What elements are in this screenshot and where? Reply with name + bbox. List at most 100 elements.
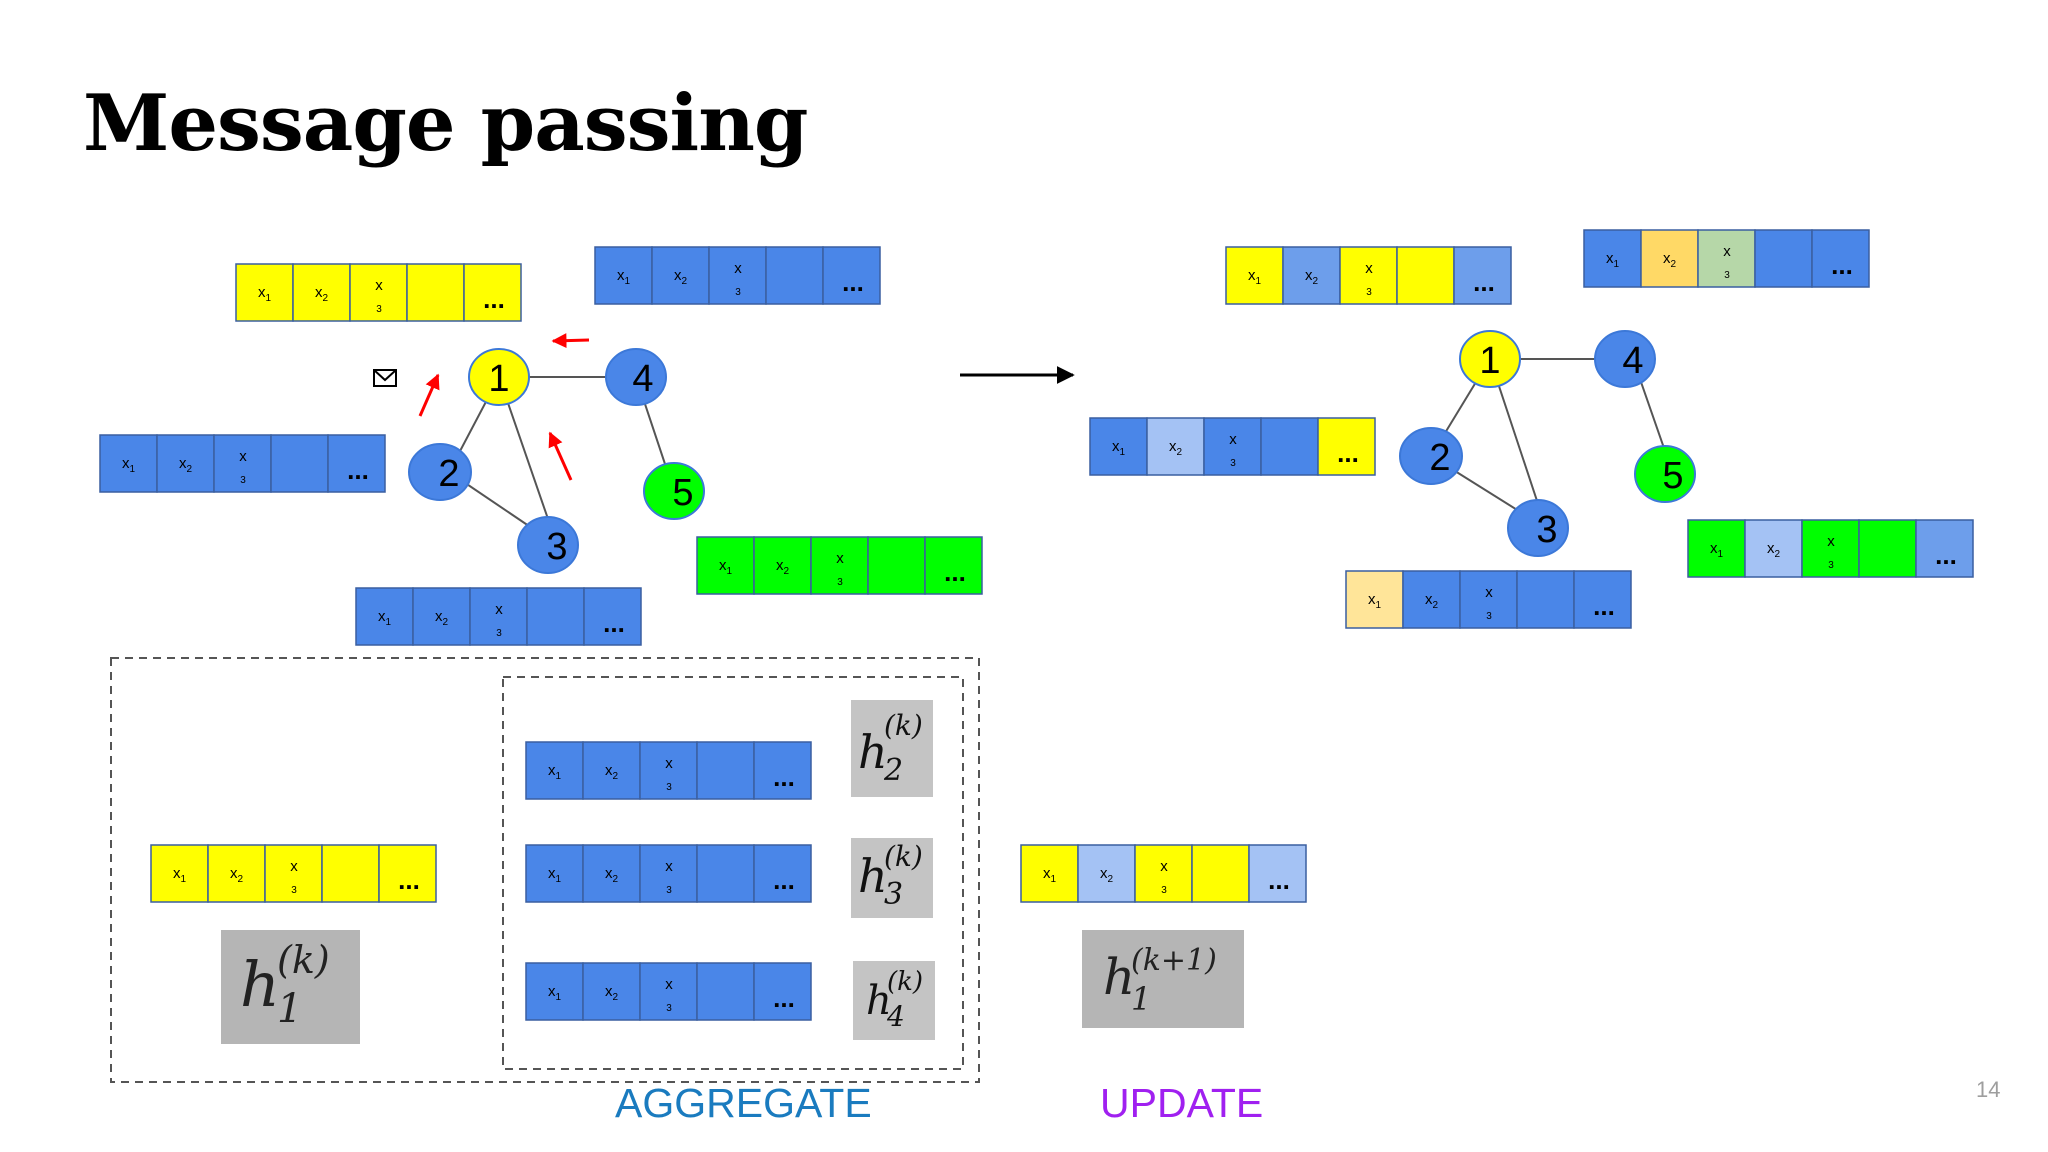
- svg-text:(k): (k): [884, 840, 923, 873]
- svg-text:3: 3: [1366, 287, 1372, 298]
- vector-cell: x2: [1282, 246, 1341, 305]
- vector-cell: [696, 844, 755, 903]
- svg-text:3: 3: [1828, 560, 1834, 571]
- vector-cell: x3: [1134, 844, 1193, 903]
- svg-text:...: ...: [1473, 267, 1495, 297]
- vector-cell: ...: [753, 962, 812, 1021]
- vector-cell: [696, 741, 755, 800]
- vector-cell: [1858, 519, 1917, 578]
- vector-cell: x2: [412, 587, 471, 646]
- aggregate-outer-box: [110, 657, 980, 1083]
- vector-cell: x2: [582, 844, 641, 903]
- graph-node-label: 4: [632, 358, 653, 400]
- vector-cell: x3: [469, 587, 528, 646]
- vector-cell: x3: [213, 434, 272, 493]
- svg-text:1: 1: [1131, 980, 1151, 1018]
- vector-cell: x3: [1459, 570, 1518, 629]
- vector-cell: [696, 962, 755, 1021]
- graph-node-label: 5: [1662, 455, 1683, 497]
- svg-text:3: 3: [666, 782, 672, 793]
- vector-cell: [765, 246, 824, 305]
- svg-text:3: 3: [376, 304, 382, 315]
- vector-cell: [270, 434, 329, 493]
- graph-node-5: 5: [643, 462, 705, 520]
- vector-cell: x1: [594, 246, 653, 305]
- graph-node-label: 2: [1429, 437, 1450, 479]
- vector-cell: x1: [1225, 246, 1284, 305]
- message-arrow-2: [551, 333, 590, 349]
- vector-cell: x3: [708, 246, 767, 305]
- vector-cell: x3: [264, 844, 323, 903]
- vector-cell: x3: [639, 741, 698, 800]
- update-label: UPDATE: [1100, 1080, 1264, 1126]
- vector-cell: ...: [1317, 417, 1376, 476]
- svg-text:3: 3: [884, 877, 903, 912]
- vector-cell: [1396, 246, 1455, 305]
- svg-text:...: ...: [398, 865, 420, 895]
- svg-text:h: h: [858, 849, 888, 903]
- vector-cell: x1: [525, 741, 584, 800]
- svg-text:...: ...: [773, 762, 795, 792]
- graph-node-label: 1: [488, 358, 509, 400]
- svg-text:...: ...: [483, 284, 505, 314]
- vector-cell: ...: [1811, 229, 1870, 288]
- vector-cell: x3: [639, 962, 698, 1021]
- graph-node-label: 5: [672, 472, 693, 514]
- vector-cell: [1191, 844, 1250, 903]
- vector-cell: [1516, 570, 1575, 629]
- svg-text:...: ...: [1935, 540, 1957, 570]
- vector-cell: x2: [651, 246, 710, 305]
- vector-cell: ...: [753, 844, 812, 903]
- message-arrow-3: [548, 431, 573, 481]
- svg-text:...: ...: [1831, 250, 1853, 280]
- page-number: 14: [1976, 1077, 2001, 1102]
- graph-node-3: 3: [517, 516, 579, 574]
- svg-text:3: 3: [735, 287, 741, 298]
- vector-cell: [406, 263, 465, 322]
- svg-text:(k): (k): [887, 967, 923, 997]
- svg-text:(k): (k): [884, 709, 923, 742]
- vector-cell: [1260, 417, 1319, 476]
- svg-text:x: x: [665, 858, 673, 875]
- svg-text:h: h: [858, 725, 888, 779]
- svg-text:4: 4: [886, 1000, 905, 1033]
- svg-text:1: 1: [277, 986, 302, 1032]
- slide-title: Message passing: [83, 78, 808, 169]
- vector-cell: x3: [349, 263, 408, 322]
- svg-text:...: ...: [1268, 865, 1290, 895]
- vector-cell: x1: [696, 536, 755, 595]
- graph-node-3-updated: 3: [1507, 499, 1569, 557]
- graph-node-5-updated: 5: [1634, 445, 1696, 503]
- svg-text:...: ...: [1593, 591, 1615, 621]
- vector-cell: x3: [1801, 519, 1860, 578]
- vector-cell: x2: [582, 962, 641, 1021]
- svg-text:...: ...: [773, 865, 795, 895]
- svg-text:x: x: [1229, 431, 1237, 448]
- message-arrow-1: [418, 373, 440, 417]
- svg-text:h: h: [866, 978, 892, 1024]
- vector-cell: x1: [525, 962, 584, 1021]
- vector-cell: [1754, 229, 1813, 288]
- vector-cell: [526, 587, 585, 646]
- vector-cell: x2: [1744, 519, 1803, 578]
- vector-cell: x1: [1583, 229, 1642, 288]
- vector-cell: x3: [1203, 417, 1262, 476]
- vector-cell: ...: [1573, 570, 1632, 629]
- svg-text:x: x: [665, 755, 673, 772]
- svg-text:3: 3: [240, 475, 246, 486]
- graph-node-4-updated: 4: [1594, 330, 1656, 388]
- graph-node-4: 4: [605, 348, 667, 406]
- vector-cell: x2: [582, 741, 641, 800]
- vector-cell: x1: [355, 587, 414, 646]
